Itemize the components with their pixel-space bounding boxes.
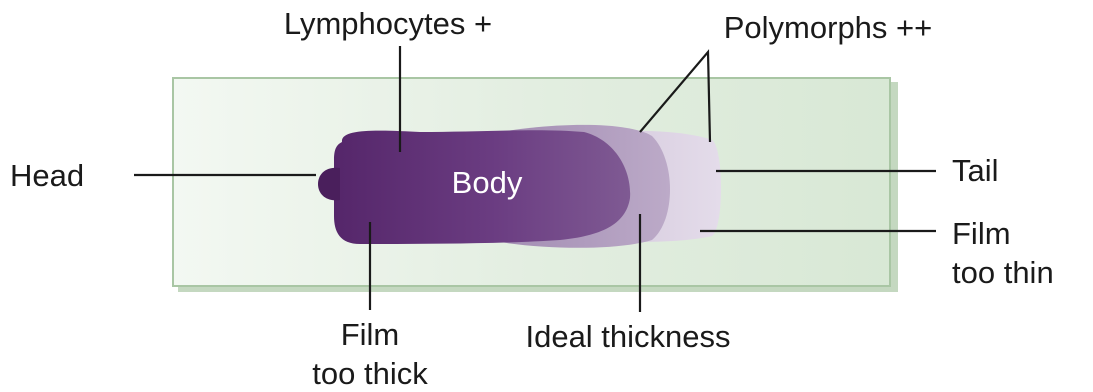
polymorphs-label: Polymorphs ++ <box>724 10 933 45</box>
ideal-thickness-label: Ideal thickness <box>525 319 730 354</box>
film-too-thin-label-line2: too thin <box>952 255 1054 290</box>
film-too-thin-label-line1: Film <box>952 216 1011 251</box>
lymphocytes-label: Lymphocytes + <box>284 6 492 41</box>
head-label: Head <box>10 158 84 193</box>
film-too-thick-label-line2: too thick <box>312 356 428 391</box>
film-too-thick-label-line1: Film <box>341 317 400 352</box>
blood-smear: Body <box>318 125 721 248</box>
tail-label: Tail <box>952 153 999 188</box>
body-label: Body <box>452 165 523 200</box>
